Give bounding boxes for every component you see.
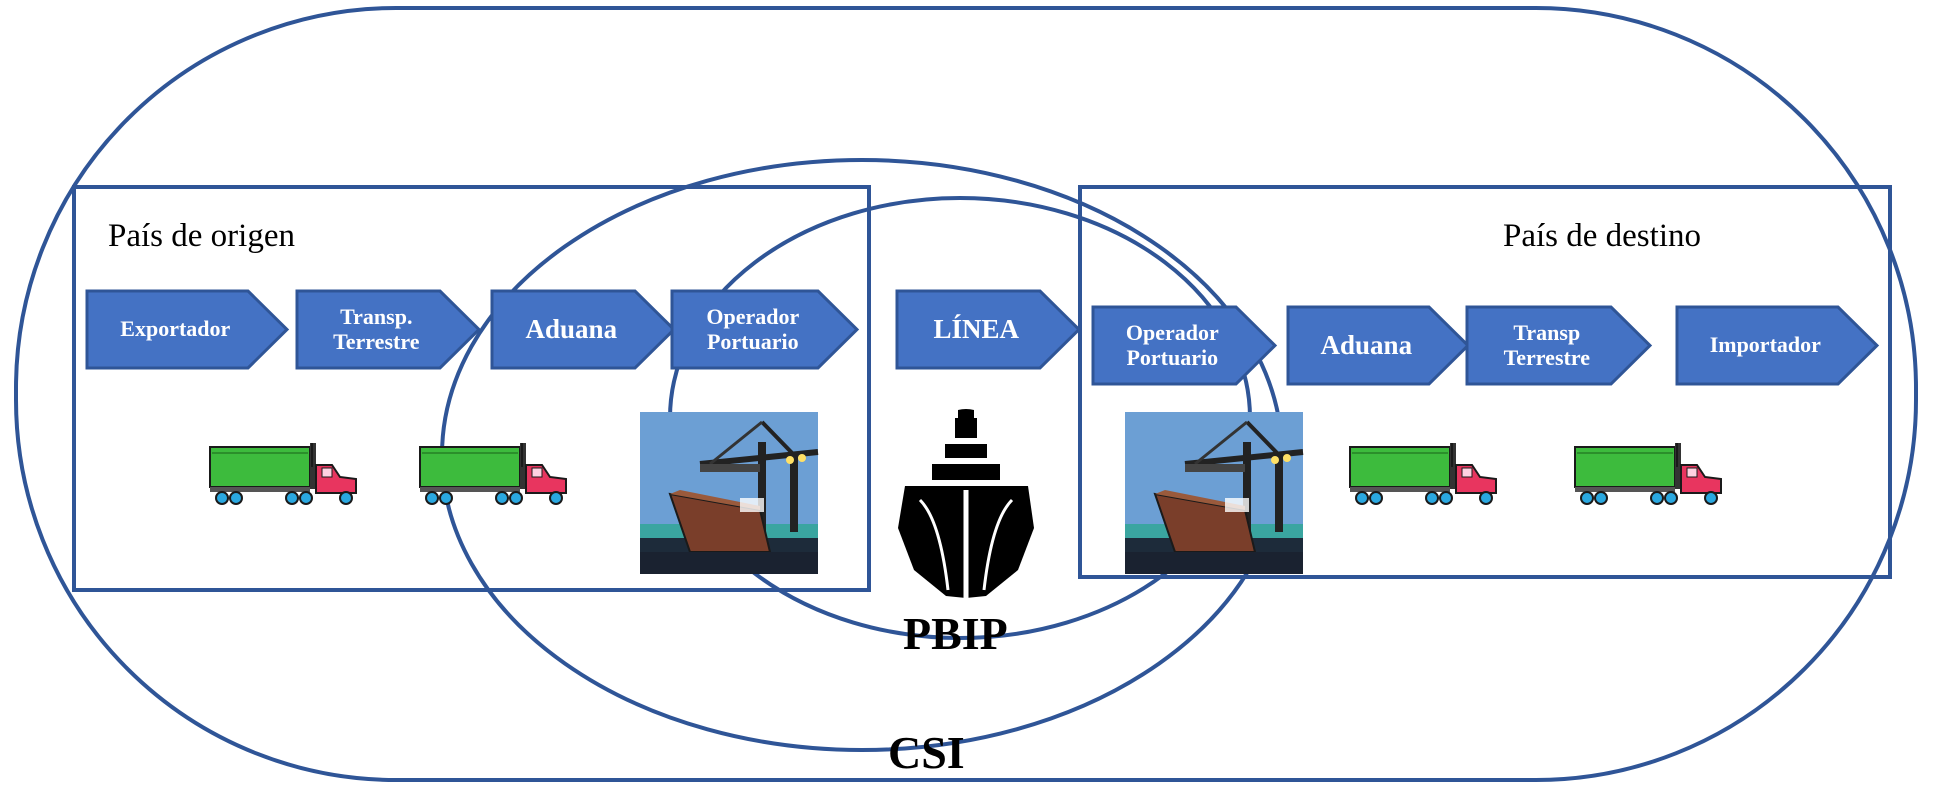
arrow-shape — [1675, 305, 1880, 386]
line-step: LÍNEA — [895, 289, 1082, 370]
arrow-shape — [1286, 305, 1471, 386]
pbip-label: PBIP — [903, 608, 1008, 659]
origin-step-2-label: Transp. Terrestre — [333, 303, 420, 354]
line-step-label: LÍNEA — [933, 314, 1020, 345]
arrow-shape — [490, 289, 677, 370]
destination-step-2: Aduana — [1286, 305, 1471, 386]
origin-step-3-label: Aduana — [525, 314, 618, 345]
destination-step-1: Operador Portuario — [1091, 305, 1278, 386]
truck-icon — [419, 442, 567, 505]
port-crane-ship-icon — [1125, 412, 1303, 574]
arrow-shape — [85, 289, 290, 370]
arrow-shape — [895, 289, 1082, 370]
destination-step-4-label: Importador — [1709, 332, 1821, 358]
arrow-shape — [1091, 305, 1278, 386]
truck-icon — [1349, 442, 1497, 505]
origin-country-label: País de origen — [108, 218, 295, 254]
destination-step-2-label: Aduana — [1320, 330, 1413, 361]
origin-step-1: Exportador — [85, 289, 290, 370]
truck-icon — [1574, 442, 1722, 505]
origin-step-1-label: Exportador — [120, 316, 231, 342]
port-crane-ship-icon — [640, 412, 818, 574]
csi-boundary — [14, 6, 1918, 782]
origin-step-4-label: Operador Portuario — [706, 303, 800, 354]
arrow-shape — [1465, 305, 1653, 386]
origin-step-2: Transp. Terrestre — [295, 289, 482, 370]
origin-step-3: Aduana — [490, 289, 677, 370]
destination-step-1-label: Operador Portuario — [1125, 319, 1219, 370]
origin-country-box — [72, 185, 871, 592]
destination-step-4: Importador — [1675, 305, 1880, 386]
csi-label: CSI — [888, 727, 965, 778]
arrow-shape — [295, 289, 482, 370]
origin-step-4: Operador Portuario — [670, 289, 860, 370]
destination-country-label: País de destino — [1503, 218, 1701, 254]
destination-step-3-label: Transp Terrestre — [1503, 319, 1590, 370]
truck-icon — [209, 442, 357, 505]
destination-step-3: Transp Terrestre — [1465, 305, 1653, 386]
destination-country-box — [1078, 185, 1892, 579]
ship-icon — [898, 409, 1034, 598]
arrow-shape — [670, 289, 860, 370]
